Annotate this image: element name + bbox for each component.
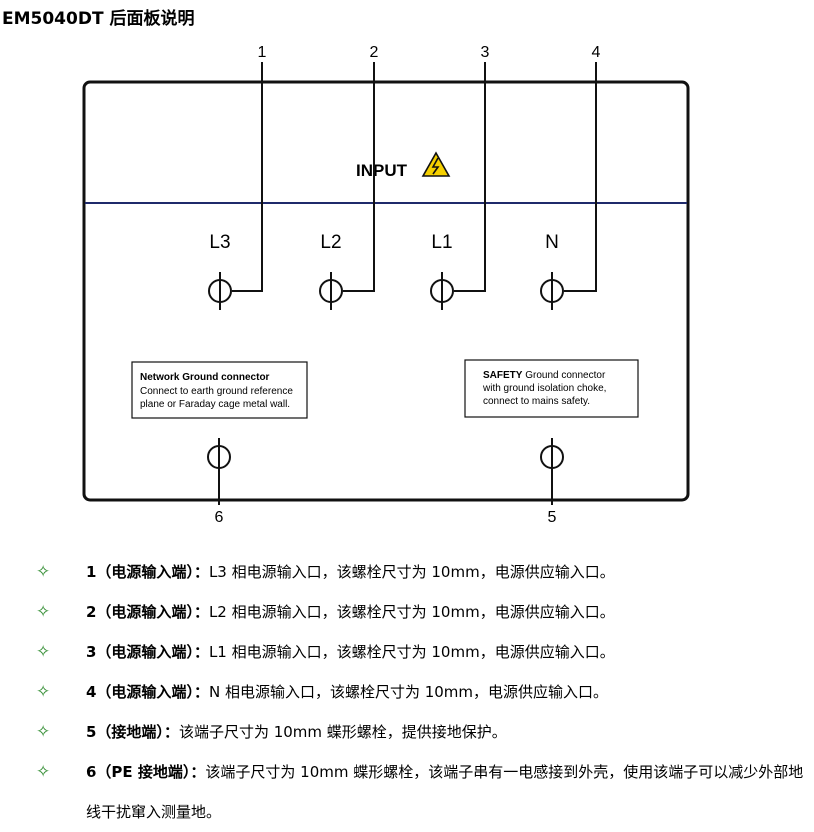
network-note-heading: Network Ground connector — [140, 372, 270, 383]
list-item: ✧ 3（电源输入端）：L1 相电源输入口，该螺栓尺寸为 10mm，电源供应输入口。 — [0, 632, 814, 672]
network-note-line-2: plane or Faraday cage metal wall. — [140, 399, 290, 410]
terminal-label-l3: L3 — [209, 232, 230, 253]
four-point-star-outline-icon: ✧ — [36, 562, 51, 582]
spec-head: 3（电源输入端）： — [86, 643, 209, 661]
input-label: INPUT — [356, 161, 408, 180]
callout-6: 6 — [215, 509, 224, 526]
spec-text: L2 相电源输入口，该螺栓尺寸为 10mm，电源供应输入口。 — [208, 603, 615, 621]
four-point-star-outline-icon: ✧ — [36, 602, 51, 622]
spec-text: 该端子尺寸为 10mm 蝶形螺栓，提供接地保护。 — [178, 723, 507, 741]
four-point-star-outline-icon: ✧ — [36, 682, 51, 702]
spec-text: L3 相电源输入口，该螺栓尺寸为 10mm，电源供应输入口。 — [208, 563, 615, 581]
list-item: ✧ 2（电源输入端）：L2 相电源输入口，该螺栓尺寸为 10mm，电源供应输入口。 — [0, 592, 814, 632]
spec-text: 该端子尺寸为 10mm 蝶形螺栓，该端子串有一电感接到外壳，使用该端子可以减少外… — [86, 763, 804, 821]
list-item: ✧ 5（接地端）：该端子尺寸为 10mm 蝶形螺栓，提供接地保护。 — [0, 712, 814, 752]
terminal-bolt-ground-icon — [540, 438, 564, 472]
spec-text: N 相电源输入口，该螺栓尺寸为 10mm，电源供应输入口。 — [208, 683, 609, 701]
safety-note-line-3: connect to mains safety. — [483, 396, 590, 407]
high-voltage-warning-icon — [421, 151, 451, 177]
list-item: ✧ 4（电源输入端）：N 相电源输入口，该螺栓尺寸为 10mm，电源供应输入口。 — [0, 672, 814, 712]
callout-2: 2 — [370, 44, 379, 61]
terminal-label-l2: L2 — [320, 232, 341, 253]
page-title: EM5040DT 后面板说明 — [2, 9, 195, 29]
callout-5: 5 — [548, 509, 557, 526]
spec-list: ✧ 1（电源输入端）：L3 相电源输入口，该螺栓尺寸为 10mm，电源供应输入口。… — [0, 552, 814, 832]
safety-note-heading: SAFETY — [483, 370, 523, 381]
terminal-label-l1: L1 — [431, 232, 452, 253]
list-item: ✧ 6（PE 接地端）：该端子尺寸为 10mm 蝶形螺栓，该端子串有一电感接到外壳… — [0, 752, 814, 832]
spec-head: 1（电源输入端）： — [86, 563, 209, 581]
spec-head: 6（PE 接地端）： — [86, 763, 206, 781]
safety-note-line-1: SAFETY Ground connector — [483, 370, 606, 381]
terminal-bolt-l2-icon — [319, 272, 343, 310]
terminal-bolt-l3-icon — [208, 272, 232, 310]
rear-panel-diagram: 1 2 3 4 6 5 INPUT L3 L2 L1 N Network Gro… — [82, 44, 690, 526]
panel-outline — [82, 80, 690, 502]
terminal-bolt-n-icon — [540, 272, 564, 310]
network-note-line-1: Connect to earth ground reference — [140, 386, 293, 397]
terminal-label-n: N — [545, 232, 559, 253]
leader-lines — [218, 62, 597, 505]
terminal-bolt-pe-icon — [207, 438, 231, 472]
safety-note-heading-rest: Ground connector — [522, 370, 605, 381]
terminal-bolt-l1-icon — [430, 272, 454, 310]
spec-head: 4（电源输入端）： — [86, 683, 209, 701]
four-point-star-outline-icon: ✧ — [36, 762, 51, 782]
network-ground-note: Network Ground connector Connect to eart… — [131, 361, 308, 419]
four-point-star-outline-icon: ✧ — [36, 722, 51, 742]
spec-text: L1 相电源输入口，该螺栓尺寸为 10mm，电源供应输入口。 — [208, 643, 615, 661]
spec-head: 5（接地端）： — [86, 723, 179, 741]
safety-note-line-2: with ground isolation choke, — [482, 383, 606, 394]
callout-3: 3 — [481, 44, 490, 61]
safety-ground-note: SAFETY Ground connector with ground isol… — [464, 359, 639, 418]
callout-4: 4 — [592, 44, 601, 61]
spec-head: 2（电源输入端）： — [86, 603, 209, 621]
list-item: ✧ 1（电源输入端）：L3 相电源输入口，该螺栓尺寸为 10mm，电源供应输入口。 — [0, 552, 814, 592]
four-point-star-outline-icon: ✧ — [36, 642, 51, 662]
callout-1: 1 — [258, 44, 267, 61]
